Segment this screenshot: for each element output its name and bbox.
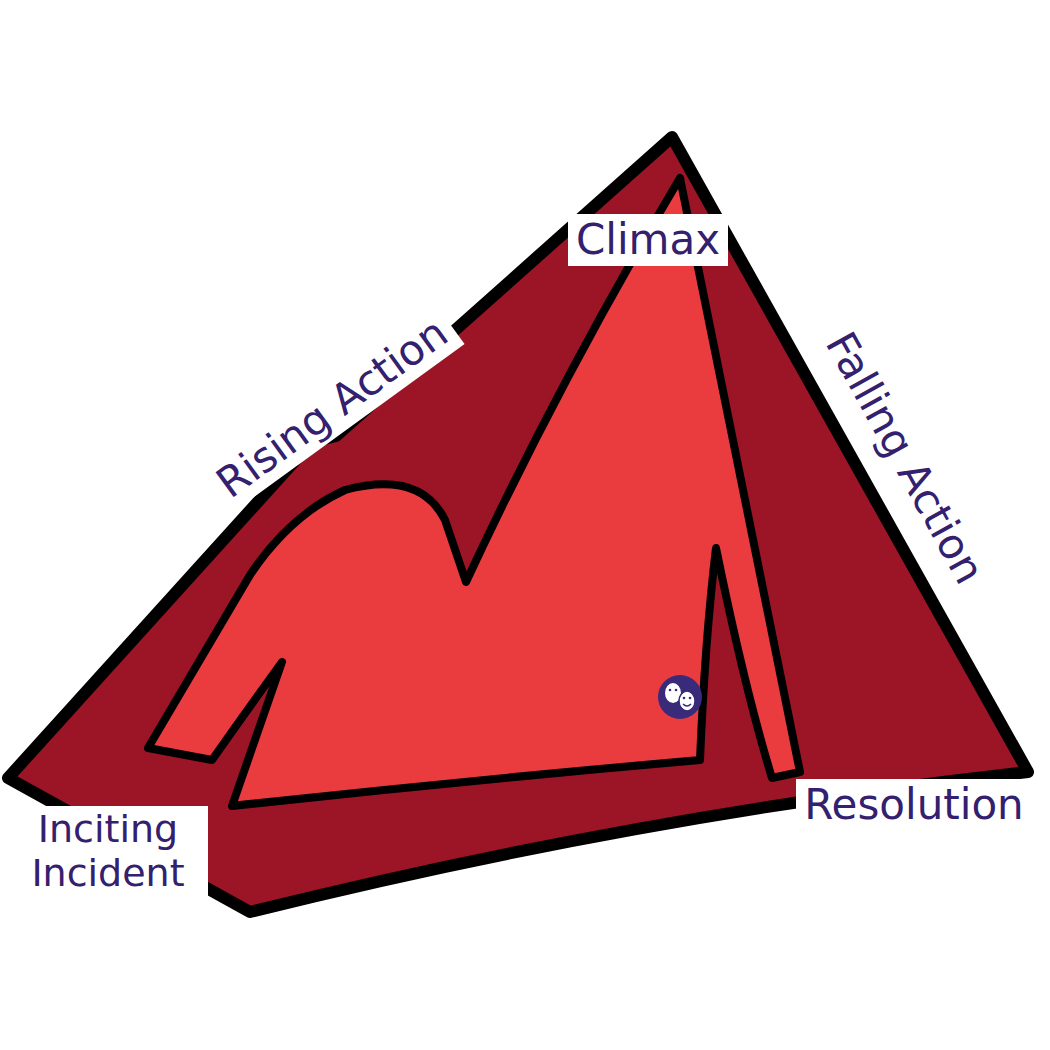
resolution-label: Resolution — [796, 779, 1031, 831]
inner-peak-shape — [148, 178, 800, 806]
climax-label: Climax — [568, 214, 728, 266]
theatre-masks-icon — [658, 675, 702, 719]
inciting-incident-label: Inciting Incident — [8, 806, 208, 897]
